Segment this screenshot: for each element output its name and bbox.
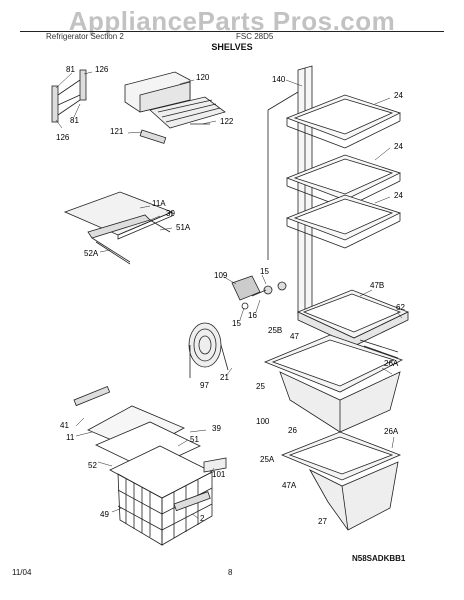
callout-label: 81 bbox=[70, 116, 79, 125]
glass-shelf-part bbox=[285, 154, 402, 209]
diagram-code: N58SADKBB1 bbox=[352, 554, 406, 563]
callout-label: 26A bbox=[384, 359, 399, 368]
header-fragment-right: FSC 28D5 bbox=[236, 32, 274, 41]
callout-label: 16 bbox=[248, 311, 257, 320]
callout-label: 41 bbox=[60, 421, 69, 430]
callout-label: 24 bbox=[394, 91, 403, 100]
footer-page-number: 8 bbox=[228, 568, 233, 577]
callout-label: 126 bbox=[95, 65, 109, 74]
callout-label: 26A bbox=[384, 427, 399, 436]
callout-label: 11A bbox=[152, 199, 166, 208]
callout-label: 126 bbox=[56, 133, 70, 142]
callout-label: 24 bbox=[394, 142, 403, 151]
callout-label: 81 bbox=[66, 65, 75, 74]
crisper-drawer-part bbox=[280, 431, 402, 531]
control-housing-part bbox=[231, 275, 287, 310]
callout-label: 121 bbox=[110, 127, 124, 136]
callout-label: 25B bbox=[268, 326, 282, 335]
callout-label: 122 bbox=[220, 117, 234, 126]
callout-label: 11 bbox=[66, 433, 75, 442]
callout-label: 26 bbox=[288, 426, 297, 435]
callout-label: 52A bbox=[84, 249, 99, 258]
callout-label: 47 bbox=[290, 332, 299, 341]
bracket-part bbox=[51, 69, 87, 123]
crisper-drawer-part bbox=[263, 289, 409, 433]
callout-label: 47A bbox=[282, 481, 297, 490]
wire-basket-part bbox=[73, 385, 227, 546]
glass-shelf-part bbox=[63, 191, 174, 265]
callout-label: 140 bbox=[272, 75, 286, 84]
callout-label: 49 bbox=[100, 510, 109, 519]
callout-label: 25A bbox=[260, 455, 275, 464]
leader-lines bbox=[55, 71, 403, 519]
callout-label: 39 bbox=[166, 209, 175, 218]
callout-label: 52 bbox=[88, 461, 97, 470]
callout-label: 100 bbox=[256, 417, 270, 426]
callout-label: 25 bbox=[256, 382, 265, 391]
page-title: SHELVES bbox=[211, 42, 253, 52]
callout-label: 21 bbox=[220, 373, 229, 382]
glass-shelf-part bbox=[285, 194, 402, 249]
callout-label: 51A bbox=[176, 223, 191, 232]
header-fragment-left: Refrigerator Section 2 bbox=[46, 32, 124, 41]
callout-label: 2 bbox=[200, 514, 205, 523]
shelf-rail-part bbox=[267, 65, 313, 316]
callout-label: 15 bbox=[232, 319, 241, 328]
callout-label: 15 bbox=[260, 267, 269, 276]
callout-label: 97 bbox=[200, 381, 209, 390]
callout-label: 62 bbox=[396, 303, 405, 312]
callout-label: 109 bbox=[214, 271, 228, 280]
callout-label: 47B bbox=[370, 281, 384, 290]
glass-shelf-part bbox=[285, 94, 402, 149]
fan-guard-part bbox=[188, 322, 229, 378]
callout-label: 39 bbox=[212, 424, 221, 433]
callout-label: 101 bbox=[212, 470, 226, 479]
header-rule bbox=[20, 31, 444, 32]
callout-label: 24 bbox=[394, 191, 403, 200]
callout-label: 120 bbox=[196, 73, 210, 82]
callout-label: 51 bbox=[190, 435, 199, 444]
deli-drawer-part bbox=[124, 71, 226, 144]
callout-label: 27 bbox=[318, 517, 327, 526]
footer-date: 11/04 bbox=[12, 568, 32, 577]
